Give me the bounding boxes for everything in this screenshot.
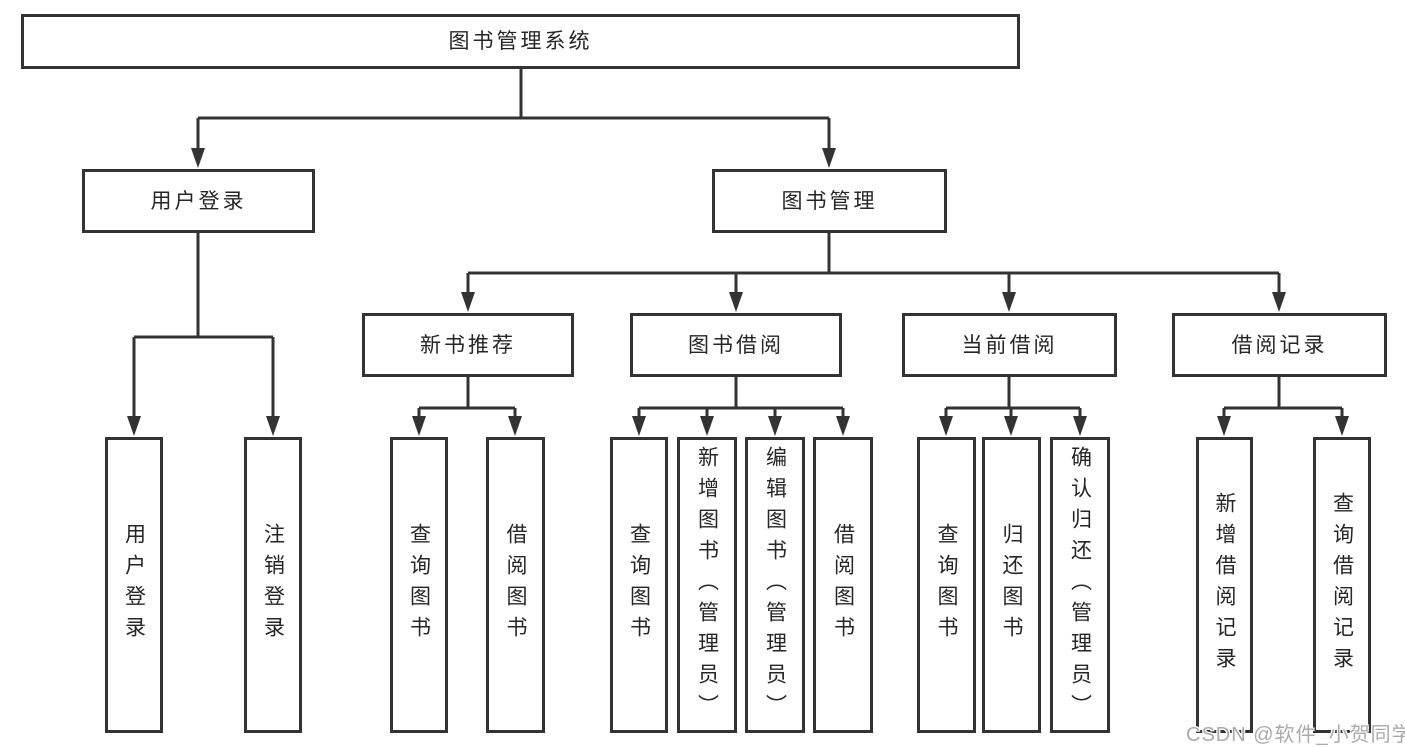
leaf-add-borrow-record: 新增借阅记录 [1196,437,1253,733]
leaf-edit-book-admin-label: 编辑图书（管理员） [763,445,787,725]
leaf-add-book-admin: 新增图书（管理员） [677,437,737,733]
connector-userlogin-to-children [132,233,275,424]
leaf-confirm-return-admin-label: 确认归还（管理员） [1068,445,1092,725]
node-current-borrow: 当前借阅 [902,313,1117,377]
connector-newbook-to-children [417,377,517,424]
leaf-query-book-borrow: 查询图书 [610,437,668,733]
node-user-login: 用户登录 [82,169,315,233]
node-new-book-recommend-label: 新书推荐 [420,333,516,357]
node-root-label: 图书管理系统 [448,30,593,53]
node-new-book-recommend: 新书推荐 [362,313,574,377]
node-book-borrow: 图书借阅 [630,313,842,377]
leaf-borrow-book-label: 借阅图书 [831,523,855,647]
leaf-query-book-recommend: 查询图书 [390,437,448,733]
leaf-return-book: 归还图书 [982,437,1041,733]
arrowheads [127,148,1349,436]
leaf-borrow-book-recommend: 借阅图书 [486,437,545,733]
connector-bookborrow-to-children [637,377,845,424]
node-borrow-records: 借阅记录 [1172,313,1387,377]
connector-borrowrecords-to-children [1222,377,1344,424]
leaf-query-borrow-record: 查询借阅记录 [1313,437,1371,733]
leaf-return-book-label: 归还图书 [1000,523,1023,647]
connector-root-to-level2 [196,69,831,152]
leaf-confirm-return-admin: 确认归还（管理员） [1050,437,1110,733]
leaf-query-book-recommend-label: 查询图书 [407,523,431,647]
node-book-borrow-label: 图书借阅 [688,333,784,357]
leaf-user-login: 用户登录 [105,437,163,733]
leaf-add-borrow-record-label: 新增借阅记录 [1213,492,1236,678]
node-current-borrow-label: 当前借阅 [961,333,1058,357]
node-book-management-label: 图书管理 [781,189,878,213]
leaf-borrow-book: 借阅图书 [813,437,873,733]
node-user-login-label: 用户登录 [150,189,247,213]
node-book-management: 图书管理 [712,169,947,233]
leaf-edit-book-admin: 编辑图书（管理员） [745,437,805,733]
leaf-logout: 注销登录 [244,437,302,733]
leaf-borrow-book-recommend-label: 借阅图书 [504,523,527,647]
leaf-logout-label: 注销登录 [261,523,285,647]
csdn-watermark: CSDN @软件_小贺同学 [1186,724,1405,746]
node-borrow-records-label: 借阅记录 [1231,333,1328,357]
leaf-query-borrow-record-label: 查询借阅记录 [1330,492,1354,678]
leaf-query-book-current: 查询图书 [917,437,976,733]
leaf-query-book-current-label: 查询图书 [935,523,958,647]
leaf-query-book-borrow-label: 查询图书 [627,523,651,647]
node-root: 图书管理系统 [21,14,1020,69]
leaf-add-book-admin-label: 新增图书（管理员） [695,445,719,725]
leaf-user-login-label: 用户登录 [122,523,146,647]
connector-bookmgmt-to-level3 [466,233,1281,298]
